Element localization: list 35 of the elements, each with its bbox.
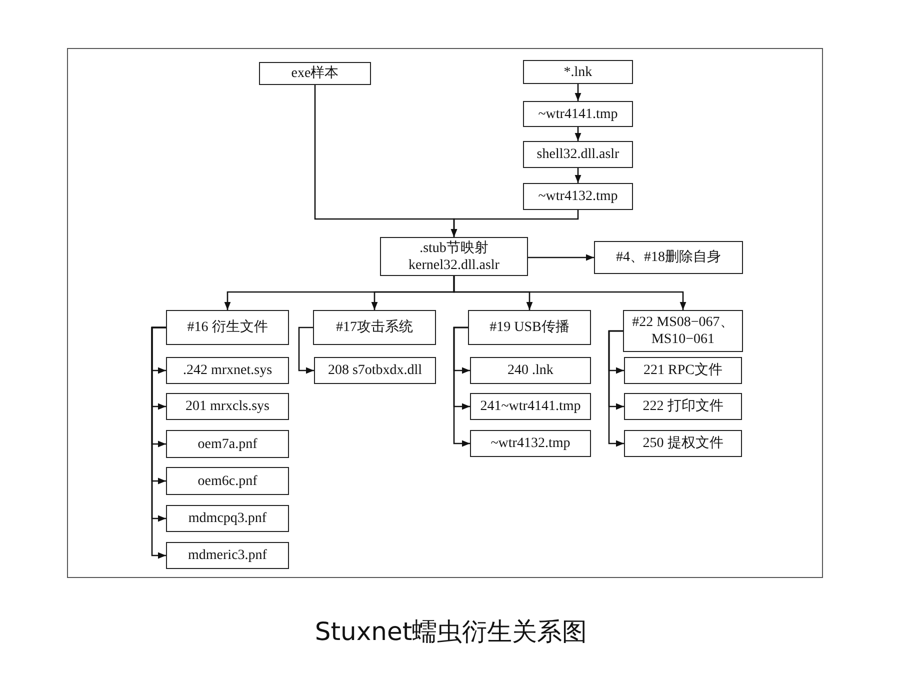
file-box: ~wtr4141.tmp bbox=[523, 101, 633, 127]
file-box: 201 mrxcls.sys bbox=[166, 393, 289, 420]
arrow bbox=[453, 276, 686, 310]
file-box: 250 提权文件 bbox=[624, 430, 742, 457]
file-box: .242 mrxnet.sys bbox=[166, 357, 289, 384]
file-box: 241~wtr4141.tmp bbox=[470, 393, 591, 420]
arrow bbox=[298, 326, 314, 374]
arrow bbox=[608, 330, 624, 447]
arrow bbox=[528, 254, 594, 261]
file-box: oem7a.pnf bbox=[166, 430, 289, 458]
file-box: #19 USB传播 bbox=[468, 310, 591, 345]
file-box: ~wtr4132.tmp bbox=[523, 183, 633, 210]
file-box: #22 MS08−067、 MS10−061 bbox=[623, 310, 743, 352]
file-box: ~wtr4132.tmp bbox=[470, 430, 591, 457]
arrow bbox=[574, 84, 582, 101]
file-box: 208 s7otbxdx.dll bbox=[314, 357, 436, 384]
file-box: #17攻击系统 bbox=[313, 310, 436, 345]
arrow bbox=[450, 210, 579, 237]
file-box: 221 RPC文件 bbox=[624, 357, 742, 384]
file-box: #4、#18删除自身 bbox=[594, 241, 743, 274]
file-box: oem6c.pnf bbox=[166, 467, 289, 495]
file-box: #16 衍生文件 bbox=[166, 310, 289, 345]
arrow bbox=[574, 127, 582, 141]
arrow bbox=[151, 326, 166, 559]
file-box: shell32.dll.aslr bbox=[523, 141, 633, 168]
arrow bbox=[453, 326, 470, 447]
file-box: mdmcpq3.pnf bbox=[166, 505, 289, 532]
file-box: .stub节映射 kernel32.dll.aslr bbox=[380, 237, 528, 276]
file-box: 240 .lnk bbox=[470, 357, 591, 384]
file-box: *.lnk bbox=[523, 60, 633, 84]
diagram-caption: Stuxnet蠕虫衍生关系图 bbox=[314, 616, 588, 648]
file-box: 222 打印文件 bbox=[624, 393, 742, 420]
file-box: mdmeric3.pnf bbox=[166, 542, 289, 569]
file-box: exe样本 bbox=[259, 62, 371, 85]
arrow bbox=[574, 168, 582, 183]
